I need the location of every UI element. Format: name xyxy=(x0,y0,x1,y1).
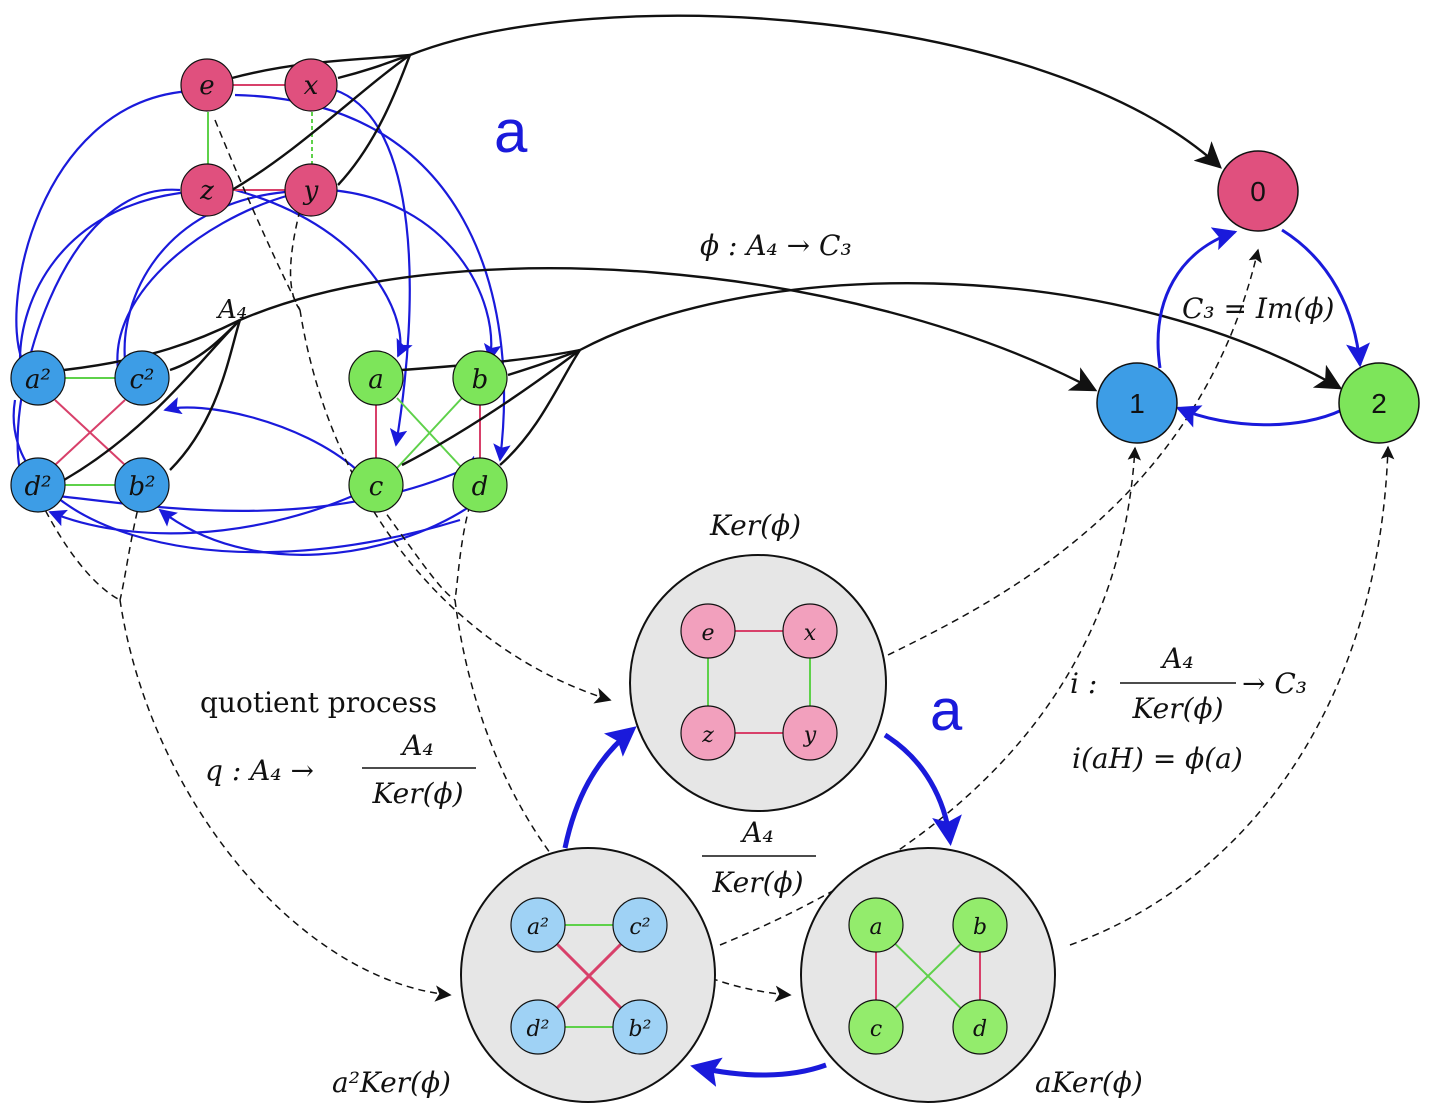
svg-text:b: b xyxy=(973,915,987,940)
a4-node-b2: b² xyxy=(114,457,170,513)
svg-text:x: x xyxy=(804,621,817,646)
svg-text:d: d xyxy=(973,1017,987,1042)
aker-node-d: d xyxy=(952,999,1008,1055)
a4-nodes: e x z y a² c² d² b² a b c d xyxy=(10,58,508,513)
a2ker-node-d2: d² xyxy=(510,999,566,1055)
c3-node-2: 2 xyxy=(1338,362,1420,444)
a2ker-node-b2: b² xyxy=(612,999,668,1055)
a4-node-c2: c² xyxy=(114,350,170,406)
aker-node-a: a xyxy=(848,897,904,953)
svg-text:c: c xyxy=(870,1017,882,1042)
svg-text:d²: d² xyxy=(24,472,51,502)
quotient-cycle xyxy=(562,726,962,1087)
ker-node-y: y xyxy=(782,705,838,761)
i-map-suffix: → C₃ xyxy=(1242,667,1307,700)
svg-text:e: e xyxy=(701,621,714,646)
svg-text:e: e xyxy=(199,71,214,101)
a4-node-z: z xyxy=(180,163,234,217)
svg-text:z: z xyxy=(701,723,714,748)
a4-generator-label: a xyxy=(494,98,528,165)
image-label: C₃ = Im(ϕ) xyxy=(1182,292,1334,325)
iso-formula: i(aH) = ϕ(a) xyxy=(1072,742,1243,775)
a4-edges xyxy=(54,84,481,486)
svg-text:z: z xyxy=(199,176,214,206)
svg-text:a: a xyxy=(869,915,882,940)
svg-text:x: x xyxy=(304,71,319,101)
svg-text:d²: d² xyxy=(527,1017,550,1042)
svg-text:d: d xyxy=(472,472,489,502)
svg-text:a: a xyxy=(368,365,384,395)
q-map-numerator: A₄ xyxy=(399,729,433,762)
a4-node-c: c xyxy=(348,457,404,513)
c3-cycle xyxy=(1156,227,1370,428)
svg-text:c²: c² xyxy=(130,365,155,395)
i-map-numerator: A₄ xyxy=(1159,642,1193,675)
svg-text:c: c xyxy=(369,472,384,502)
i-map-prefix: i : xyxy=(1070,667,1097,700)
phi-map-label: ϕ : A₄ → C₃ xyxy=(700,229,852,262)
a4-node-d2: d² xyxy=(10,457,66,513)
a4-node-a: a xyxy=(348,350,404,406)
a2ker-node-a2: a² xyxy=(510,897,566,953)
a4-node-e: e xyxy=(180,58,234,112)
quotient-generator-label: a xyxy=(930,678,963,743)
svg-text:a²: a² xyxy=(527,915,549,940)
a2ker-label: a²Ker(ϕ) xyxy=(332,1066,451,1099)
phi-arrows xyxy=(63,14,1343,482)
svg-text:y: y xyxy=(303,176,319,206)
c3-node-1: 1 xyxy=(1096,362,1178,444)
ker-node-e: e xyxy=(680,603,736,659)
svg-text:c²: c² xyxy=(629,915,650,940)
a4-node-x: x xyxy=(284,58,338,112)
labels: a A₄ ϕ : A₄ → C₃ C₃ = Im(ϕ) Ker(ϕ) a quo… xyxy=(200,98,1334,1099)
svg-text:1: 1 xyxy=(1129,388,1145,419)
c3-node-0: 0 xyxy=(1217,150,1299,232)
q-map-prefix: q : A₄ → xyxy=(205,754,314,787)
i-map-denominator: Ker(ϕ) xyxy=(1131,692,1223,725)
q-map-denominator: Ker(ϕ) xyxy=(371,777,463,810)
center-quotient-numerator: A₄ xyxy=(739,816,773,849)
svg-text:a²: a² xyxy=(25,365,51,395)
a4-node-d: d xyxy=(452,457,508,513)
aker-label: aKer(ϕ) xyxy=(1035,1066,1143,1099)
a4-node-b: b xyxy=(452,350,508,406)
quotient-process-label: quotient process xyxy=(200,686,437,719)
a4-group-label: A₄ xyxy=(216,295,247,325)
ker-node-z: z xyxy=(680,705,736,761)
a4-action-arrows xyxy=(12,81,511,556)
aker-node-b: b xyxy=(952,897,1008,953)
svg-text:b²: b² xyxy=(629,1017,652,1042)
a2ker-coset: a² c² d² b² xyxy=(460,847,716,1103)
svg-text:0: 0 xyxy=(1250,176,1266,207)
c3-nodes: 0 1 2 xyxy=(1096,150,1420,444)
ker-node-x: x xyxy=(782,603,838,659)
a4-node-y: y xyxy=(284,163,338,217)
aker-node-c: c xyxy=(848,999,904,1055)
svg-text:b: b xyxy=(472,365,489,395)
center-quotient-denominator: Ker(ϕ) xyxy=(711,866,803,899)
aker-coset: a b c d xyxy=(800,847,1056,1103)
a2ker-node-c2: c² xyxy=(612,897,668,953)
svg-text:2: 2 xyxy=(1371,388,1387,419)
svg-text:b²: b² xyxy=(128,472,155,502)
svg-text:y: y xyxy=(803,723,817,748)
ker-coset: e x z y xyxy=(629,554,887,812)
a4-node-a2: a² xyxy=(10,350,66,406)
ker-label: Ker(ϕ) xyxy=(709,509,801,542)
